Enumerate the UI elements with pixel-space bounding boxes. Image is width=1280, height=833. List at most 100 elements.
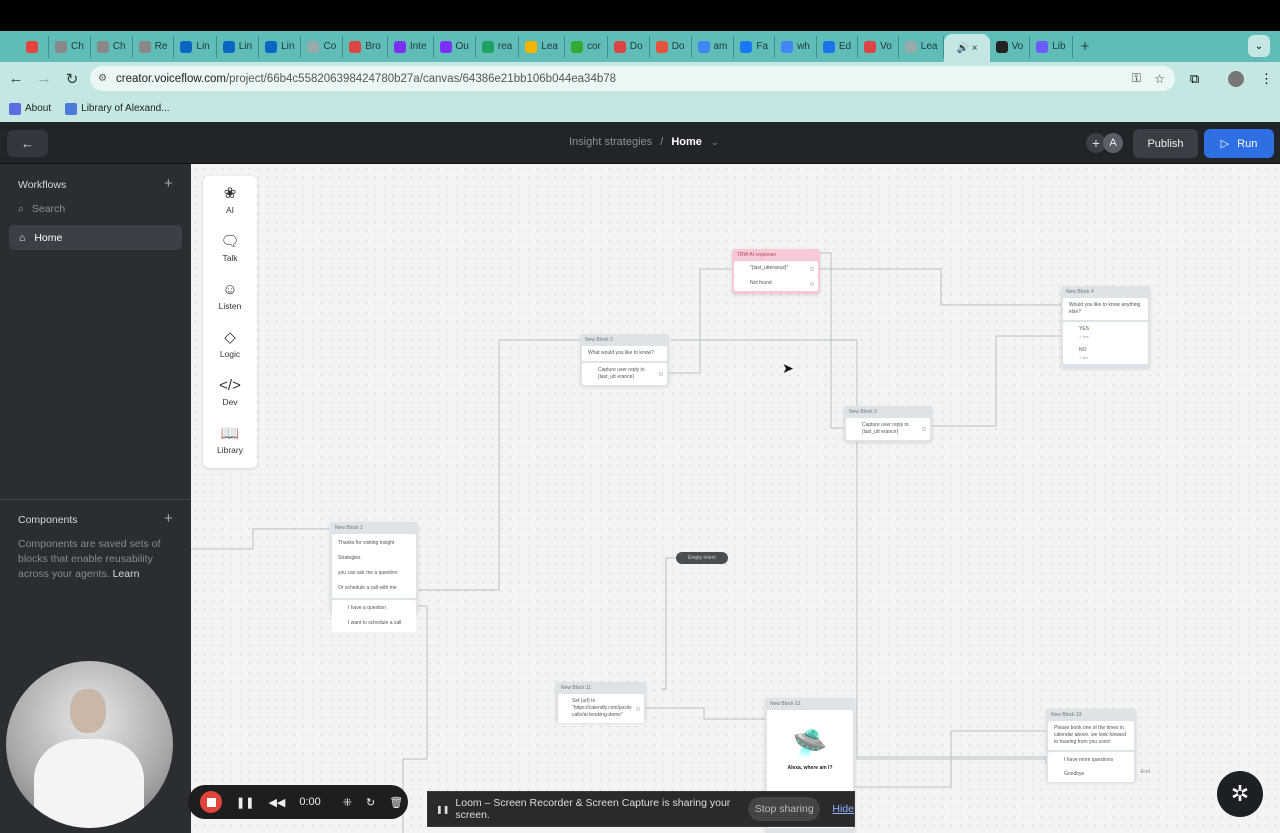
block-11[interactable]: New Block 11 Set {url} to "https://calen… [556, 682, 646, 723]
block-step[interactable]: "{last_utterance}" [734, 261, 818, 276]
block-step[interactable]: Not found [734, 276, 818, 291]
trash-icon[interactable]: 🗑 [389, 796, 404, 809]
learn-link[interactable]: Learn [112, 568, 140, 580]
browser-tab[interactable]: Lin [217, 35, 260, 58]
tab-favicon-icon [613, 40, 626, 53]
browser-tab[interactable]: am [692, 35, 735, 58]
add-collaborator-button[interactable]: + [1086, 133, 1106, 153]
extensions-icon[interactable]: ⧉ [1190, 70, 1200, 86]
palette-item-talk[interactable]: 🗨Talk [220, 232, 240, 263]
port[interactable] [810, 266, 814, 271]
browser-tab[interactable]: Vo [990, 35, 1031, 58]
browser-tab[interactable] [20, 35, 49, 58]
block-13[interactable]: New Block 13 Please book one of the time… [1046, 709, 1136, 782]
ai-response-block[interactable]: TRW AI response "{last_utterance}" Not f… [732, 249, 820, 294]
stop-sharing-button[interactable]: Stop sharing [747, 797, 821, 821]
block-3[interactable]: New Block 3 Capture user reply to {last_… [844, 406, 932, 442]
forward-icon[interactable]: → [36, 70, 52, 87]
browser-tab[interactable]: Fa [734, 35, 776, 58]
app-header: ← Insight strategies / Home ⌄ + A Publis… [0, 122, 1280, 164]
screen-top-bar [0, 0, 1280, 31]
browser-tab[interactable]: Ed [817, 35, 859, 58]
port[interactable] [659, 372, 663, 376]
browser-tab[interactable]: Ou [434, 35, 476, 58]
port[interactable] [636, 706, 640, 711]
active-tab[interactable]: 🔊 × [944, 34, 990, 62]
add-component-button[interactable]: + [164, 510, 173, 527]
rewind-icon[interactable]: ◀◀ [268, 796, 286, 809]
block-1[interactable]: New Block 1 Thanks for visiting Insight … [330, 522, 418, 632]
bookmark-star-icon[interactable]: ☆ [1154, 71, 1165, 86]
stop-recording-button[interactable] [200, 791, 222, 813]
profile-avatar[interactable] [1228, 70, 1244, 87]
browser-tab[interactable]: cor [565, 35, 608, 58]
site-info-icon[interactable]: ⚙ [98, 73, 107, 84]
bookmark-library[interactable]: Library of Alexand... [65, 102, 170, 115]
block-step[interactable]: What would you like to know? [582, 346, 667, 361]
avatar[interactable]: A [1103, 133, 1123, 153]
port[interactable] [922, 427, 926, 431]
browser-tab[interactable]: Lea [899, 35, 945, 58]
breadcrumb-workflow[interactable]: Home [671, 136, 702, 148]
browser-tab[interactable]: Lin [259, 35, 302, 58]
breadcrumb-project[interactable]: Insight strategies [569, 136, 653, 148]
browser-tab[interactable]: wh [775, 35, 817, 58]
palette-item-library[interactable]: 📖Library [217, 424, 243, 455]
chevron-down-icon[interactable]: ⌄ [710, 137, 719, 147]
browser-tab[interactable]: Do [650, 35, 692, 58]
pause-icon[interactable]: ❚❚ [236, 796, 255, 809]
password-key-icon[interactable]: ⚿ [1131, 71, 1141, 85]
grid-icon[interactable]: ⁜ [342, 796, 352, 809]
new-tab-button[interactable]: + [1080, 38, 1090, 55]
capture-step[interactable]: Capture user reply to {last_utt erance} [846, 418, 930, 440]
workflow-canvas[interactable]: ❀AI 🗨Talk ☺Listen ◇Logic </>Dev 📖Library TRW … [191, 164, 1280, 833]
tab-favicon-icon [439, 40, 452, 53]
browser-tab[interactable]: Lin [174, 35, 217, 58]
browser-tab[interactable]: Vo [858, 35, 899, 58]
back-button[interactable]: ← [7, 130, 48, 157]
capture-step[interactable]: Capture user reply to {last_utt erance} [582, 363, 667, 385]
browser-tab[interactable]: Co [301, 35, 344, 58]
back-icon[interactable]: ← [8, 70, 24, 87]
sidebar-item-home[interactable]: ⌂Home [9, 225, 182, 250]
tab-favicon-icon [26, 40, 38, 53]
assistant-launcher-icon[interactable]: ✲ [1217, 771, 1263, 817]
browser-tab[interactable]: Bro [343, 35, 388, 58]
block-2[interactable]: New Block 2 What would you like to know?… [580, 334, 669, 386]
url-input[interactable]: ⚙ creator.voiceflow.com/project/66b4c558… [90, 66, 1175, 91]
restart-icon[interactable]: ↻ [366, 796, 376, 809]
block-step[interactable]: Would you like to know anything else? [1063, 298, 1148, 320]
hide-button[interactable]: Hide [832, 803, 854, 815]
browser-tab[interactable]: Lea [519, 35, 565, 58]
palette-item-ai[interactable]: ❀AI [223, 184, 237, 215]
browser-tab[interactable]: Lib [1030, 35, 1073, 58]
palette-item-listen[interactable]: ☺Listen [218, 280, 242, 311]
workflow-search-input[interactable]: ⌕Search [18, 203, 66, 215]
reload-icon[interactable]: ↻ [65, 70, 79, 88]
browser-tab[interactable]: Do [608, 35, 650, 58]
add-workflow-button[interactable]: + [164, 175, 173, 192]
block-4[interactable]: New Block 4 Would you like to know anyth… [1061, 286, 1150, 368]
message-step[interactable]: Please book one of the times in calendar… [1048, 721, 1134, 750]
browser-tab[interactable]: Ch [49, 35, 91, 58]
run-button[interactable]: ▷Run [1204, 129, 1274, 158]
tab-search-button[interactable]: ⌄ [1248, 35, 1270, 57]
browser-tab[interactable]: Ch [91, 35, 133, 58]
browser-tab[interactable]: rea [476, 35, 520, 58]
publish-button[interactable]: Publish [1133, 129, 1198, 158]
loom-recording-controls: ❚❚ ◀◀ 0:00 ⁜ ↻ 🗑 [188, 785, 408, 819]
palette-item-dev[interactable]: </>Dev [219, 376, 241, 407]
choice-step[interactable]: YES+ Yes NO+ No [1063, 322, 1148, 364]
tab-favicon-icon [55, 40, 67, 53]
set-step[interactable]: Set {url} to "https://calendly.com/jacob… [558, 694, 644, 723]
palette-item-logic[interactable]: ◇Logic [219, 328, 241, 359]
browser-tab[interactable]: Inte [388, 35, 434, 58]
browser-menu-icon[interactable]: ⋮ [1260, 70, 1273, 86]
port[interactable] [810, 281, 814, 286]
empty-intent-node[interactable]: Empty intent [676, 552, 728, 564]
browser-tab[interactable]: Re [133, 35, 175, 58]
bookmark-about[interactable]: About [9, 102, 51, 115]
